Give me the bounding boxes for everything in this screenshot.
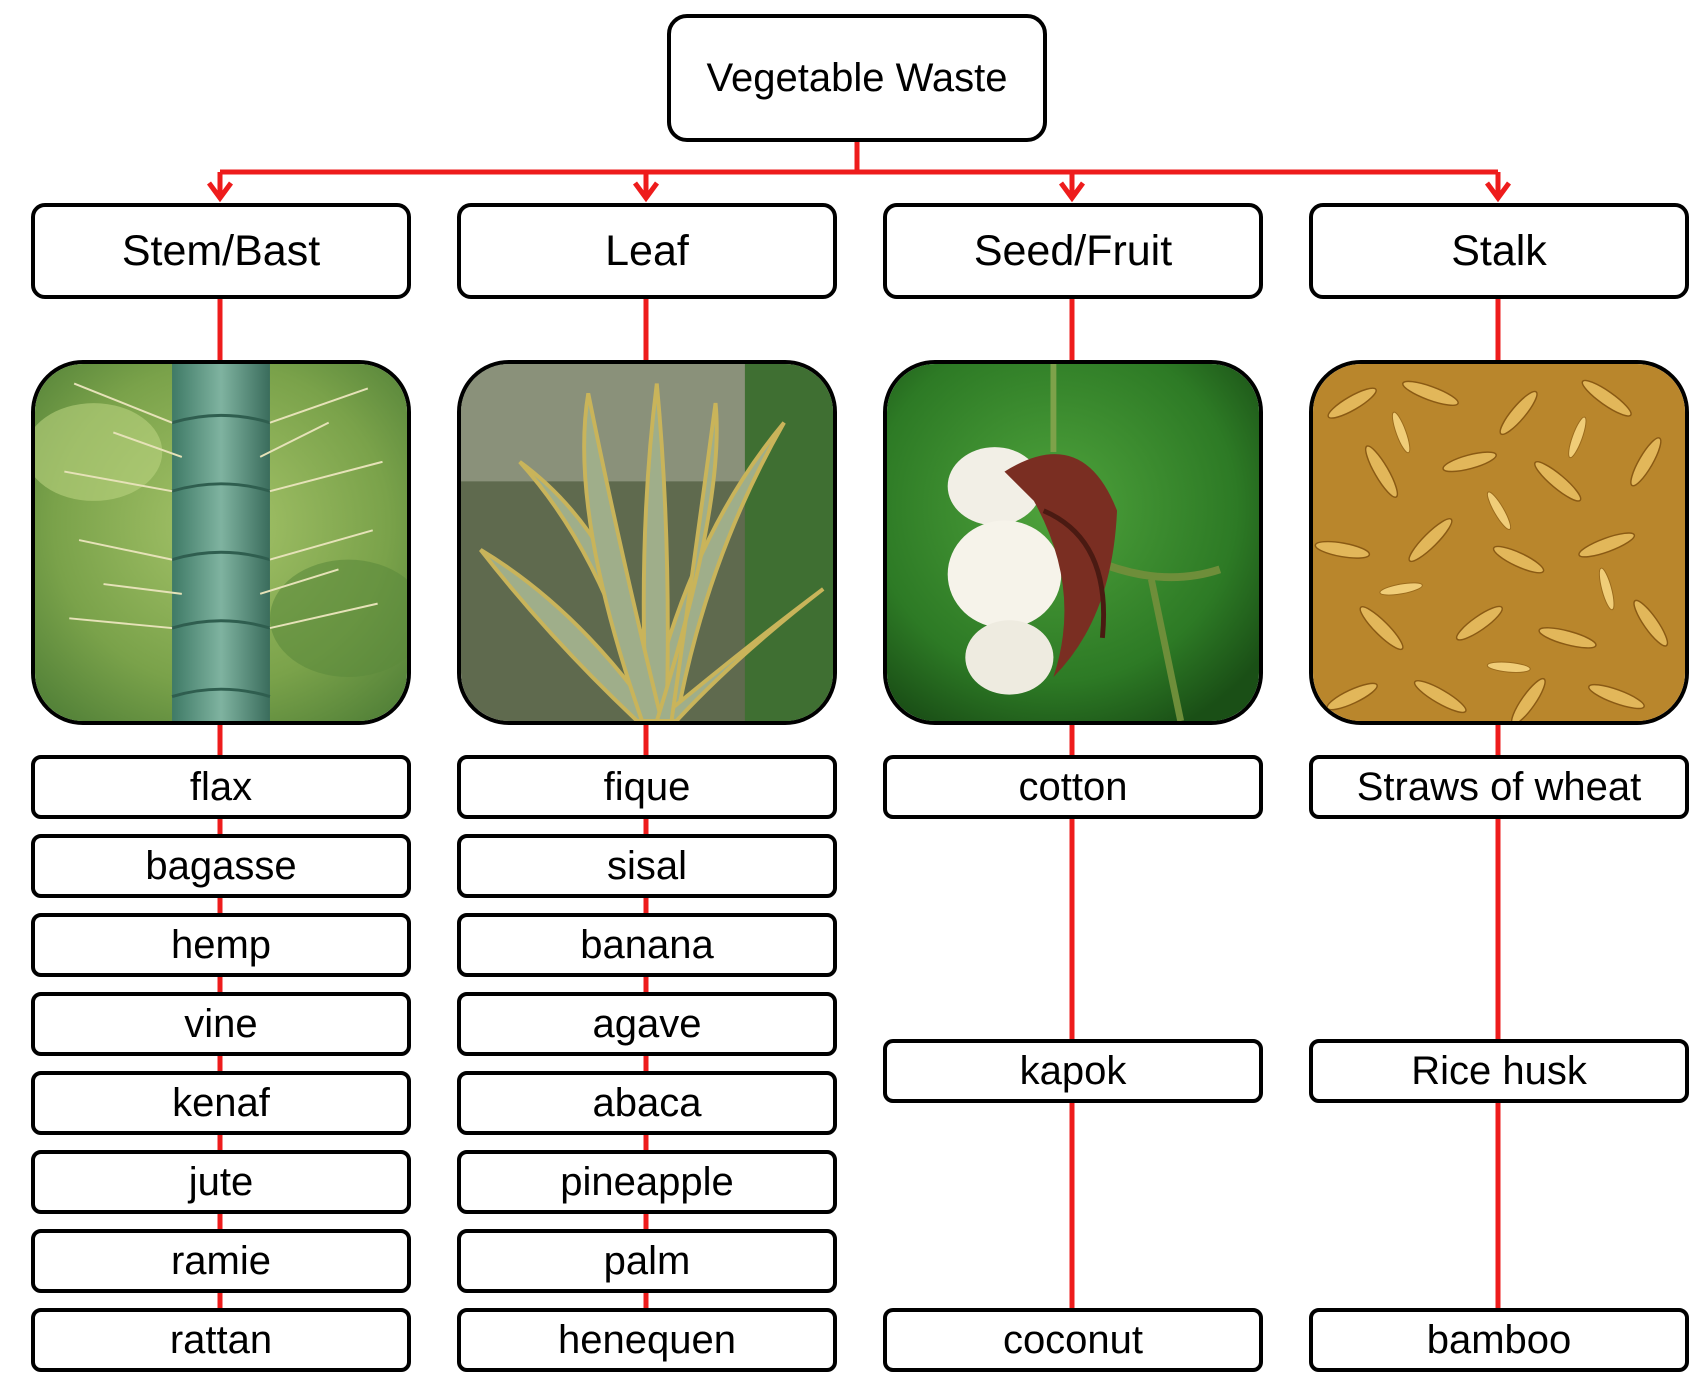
item-box: ramie [31,1229,411,1293]
item-box: hemp [31,913,411,977]
item-label: banana [580,922,714,967]
item-label: hemp [170,922,272,967]
category-label: Seed/Fruit [973,226,1173,275]
arrowhead-seed [1058,181,1086,203]
item-box: bamboo [1309,1308,1689,1372]
item-box: fique [457,755,837,819]
root-label: Vegetable Waste [706,55,1008,100]
category-leaf: Leaf [457,203,837,299]
item-label: henequen [558,1317,736,1362]
arrowhead-stem [206,181,234,203]
item-label: Straws of wheat [1356,764,1642,809]
item-box: coconut [883,1308,1263,1372]
item-label: cotton [1018,764,1128,809]
item-box: rattan [31,1308,411,1372]
item-label: coconut [1002,1317,1144,1362]
item-box: Rice husk [1309,1039,1689,1103]
category-stalk: Stalk [1309,203,1689,299]
item-box: pineapple [457,1150,837,1214]
item-box: vine [31,992,411,1056]
item-label: sisal [606,843,688,888]
item-box: flax [31,755,411,819]
item-box: Straws of wheat [1309,755,1689,819]
item-box: banana [457,913,837,977]
cotton-boll-photo [883,360,1263,725]
item-box: bagasse [31,834,411,898]
item-label: kenaf [172,1080,270,1125]
rice-husk-photo [1309,360,1689,725]
item-box: cotton [883,755,1263,819]
cactus-stem-photo [31,360,411,725]
item-label: ramie [170,1238,272,1283]
item-label: palm [603,1238,691,1283]
category-label: Stalk [1451,226,1547,275]
agave-leaf-photo [457,360,837,725]
root-node: Vegetable Waste [667,14,1047,142]
item-label: flax [189,764,253,809]
item-box: abaca [457,1071,837,1135]
item-label: Rice husk [1411,1048,1587,1093]
item-label: pineapple [560,1159,734,1204]
item-label: fique [603,764,691,809]
item-box: agave [457,992,837,1056]
item-label: rattan [169,1317,273,1362]
item-label: bamboo [1426,1317,1572,1362]
item-label: agave [592,1001,702,1046]
item-box: palm [457,1229,837,1293]
item-box: kapok [883,1039,1263,1103]
item-box: jute [31,1150,411,1214]
item-box: sisal [457,834,837,898]
category-seed-fruit: Seed/Fruit [883,203,1263,299]
category-label: Leaf [605,226,689,275]
arrowhead-stalk [1484,181,1512,203]
category-label: Stem/Bast [121,226,321,275]
item-box: henequen [457,1308,837,1372]
category-stem-bast: Stem/Bast [31,203,411,299]
item-label: vine [184,1001,258,1046]
item-label: bagasse [145,843,297,888]
item-label: jute [188,1159,254,1204]
item-label: kapok [1019,1048,1127,1093]
item-box: kenaf [31,1071,411,1135]
item-label: abaca [592,1080,702,1125]
arrowhead-leaf [632,181,660,203]
